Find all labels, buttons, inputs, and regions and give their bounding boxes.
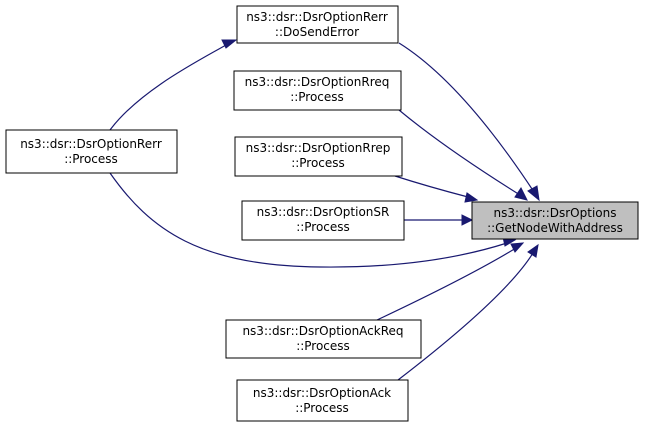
node-rerr-dosenderror[interactable]: ns3::dsr::DsrOptionRerr ::DoSendError <box>236 5 399 44</box>
edge-rerr-process-to-target <box>109 172 508 268</box>
node-label-line1: ns3::dsr::DsrOptionRreq <box>245 75 390 89</box>
node-label-line1: ns3::dsr::DsrOptionAck <box>253 386 391 400</box>
node-label-line2: ::GetNodeWithAddress <box>487 221 623 235</box>
node-label-line2: ::Process <box>290 90 344 104</box>
node-label-line1: ns3::dsr::DsrOptionSR <box>257 205 390 219</box>
edges <box>109 39 540 381</box>
node-label-line1: ns3::dsr::DsrOptionRerr <box>246 10 388 24</box>
node-rerr-process[interactable]: ns3::dsr::DsrOptionRerr ::Process <box>5 129 178 174</box>
node-label-line1: ns3::dsr::DsrOptionAckReq <box>242 324 403 338</box>
arrowhead <box>461 214 474 226</box>
node-label-line2: ::Process <box>64 152 118 166</box>
edge-ack-to-target <box>397 252 534 381</box>
arrowhead <box>510 242 525 253</box>
node-label-line1: ns3::dsr::DsrOptionRrep <box>246 141 391 155</box>
arrowhead <box>527 185 540 202</box>
node-label-line2: ::Process <box>295 401 349 415</box>
arrowhead <box>527 243 539 258</box>
arrowhead <box>514 187 528 201</box>
arrowhead <box>464 192 479 203</box>
edge-rrep-to-target <box>394 175 469 198</box>
node-label-line2: ::Process <box>296 220 350 234</box>
node-sr-process[interactable]: ns3::dsr::DsrOptionSR ::Process <box>241 200 405 241</box>
edge-ackreq-to-target <box>376 247 517 321</box>
node-label-line2: ::DoSendError <box>275 25 359 39</box>
node-ackreq-process[interactable]: ns3::dsr::DsrOptionAckReq ::Process <box>225 319 422 359</box>
node-target[interactable]: ns3::dsr::DsrOptions ::GetNodeWithAddres… <box>471 201 639 240</box>
edge-rreq-to-target <box>398 109 521 196</box>
edge-dosenderror-to-target <box>398 42 535 193</box>
node-rrep-process[interactable]: ns3::dsr::DsrOptionRrep ::Process <box>234 136 403 177</box>
node-ack-process[interactable]: ns3::dsr::DsrOptionAck ::Process <box>236 379 409 422</box>
arrowhead <box>221 39 238 49</box>
edge-rerr-process-to-dosenderror <box>109 44 227 131</box>
node-label-line2: ::Process <box>296 339 350 353</box>
node-rreq-process[interactable]: ns3::dsr::DsrOptionRreq ::Process <box>233 70 402 111</box>
node-label-line2: ::Process <box>291 156 345 170</box>
node-label-line1: ns3::dsr::DsrOptionRerr <box>20 137 162 151</box>
node-label-line1: ns3::dsr::DsrOptions <box>494 206 617 220</box>
